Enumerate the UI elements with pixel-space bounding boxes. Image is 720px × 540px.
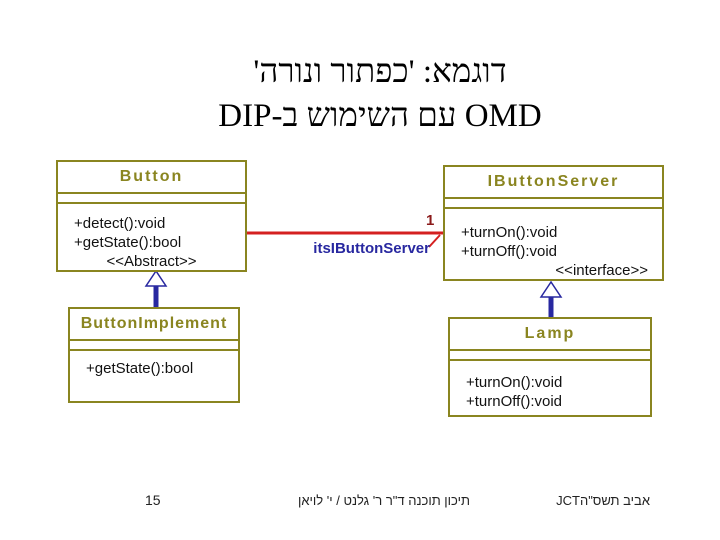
inheritance-triangle-lamp: [539, 280, 563, 298]
class-attributes-compartment-lamp: [450, 351, 650, 361]
footer-course-text: תיכון תוכנה ד"ר ר' גלנט / י' לויאן: [298, 493, 470, 508]
operation: +turnOff():void: [466, 393, 563, 410]
operation: +getState():bool: [74, 234, 182, 251]
stereotype-abstract: <<Abstract>>: [106, 253, 197, 270]
stereotype-interface: <<interface>>: [555, 262, 648, 279]
slide-title-line2: OMD עם השימוש ב-DIP: [218, 98, 542, 134]
slide-title-line1: דוגמא: 'כפתור ונורה': [253, 54, 507, 90]
association-multiplicity: 1: [426, 212, 435, 229]
class-name-button: Button: [58, 162, 245, 194]
class-box-button-implement: ButtonImplement +getState():bool: [68, 307, 240, 403]
operation: +turnOff():void: [461, 243, 558, 260]
class-operations-ibutton-server: +turnOn():void +turnOff():void <<interfa…: [445, 209, 662, 280]
association-end-tick: [428, 234, 441, 248]
slide-number: 15: [145, 492, 161, 508]
class-box-lamp: Lamp +turnOn():void +turnOff():void: [448, 317, 652, 417]
footer-institution-text: אביב תשס"הJCT: [556, 493, 650, 508]
class-box-button: Button +detect():void +getState():bool <…: [56, 160, 247, 272]
operation: +turnOn():void: [461, 224, 558, 241]
inheritance-triangle-button: [144, 269, 168, 287]
association-role-label: itsIButtonServer: [313, 240, 430, 257]
class-name-button-implement: ButtonImplement: [70, 309, 238, 341]
operation: +getState():bool: [86, 360, 194, 377]
class-operations-lamp: +turnOn():void +turnOff():void: [450, 361, 650, 411]
class-attributes-compartment-ibutton-server: [445, 199, 662, 209]
class-name-ibutton-server: IButtonServer: [445, 167, 662, 199]
class-operations-button-implement: +getState():bool: [70, 351, 238, 378]
class-operations-button: +detect():void +getState():bool <<Abstra…: [58, 204, 245, 271]
slide-title: דוגמא: 'כפתור ונורה' OMD עם השימוש ב-DIP: [0, 50, 720, 138]
operation: +detect():void: [74, 215, 166, 232]
operation: +turnOn():void: [466, 374, 563, 391]
class-name-lamp: Lamp: [450, 319, 650, 351]
class-box-ibutton-server: IButtonServer +turnOn():void +turnOff():…: [443, 165, 664, 281]
class-attributes-compartment-button: [58, 194, 245, 204]
class-attributes-compartment-button-implement: [70, 341, 238, 351]
